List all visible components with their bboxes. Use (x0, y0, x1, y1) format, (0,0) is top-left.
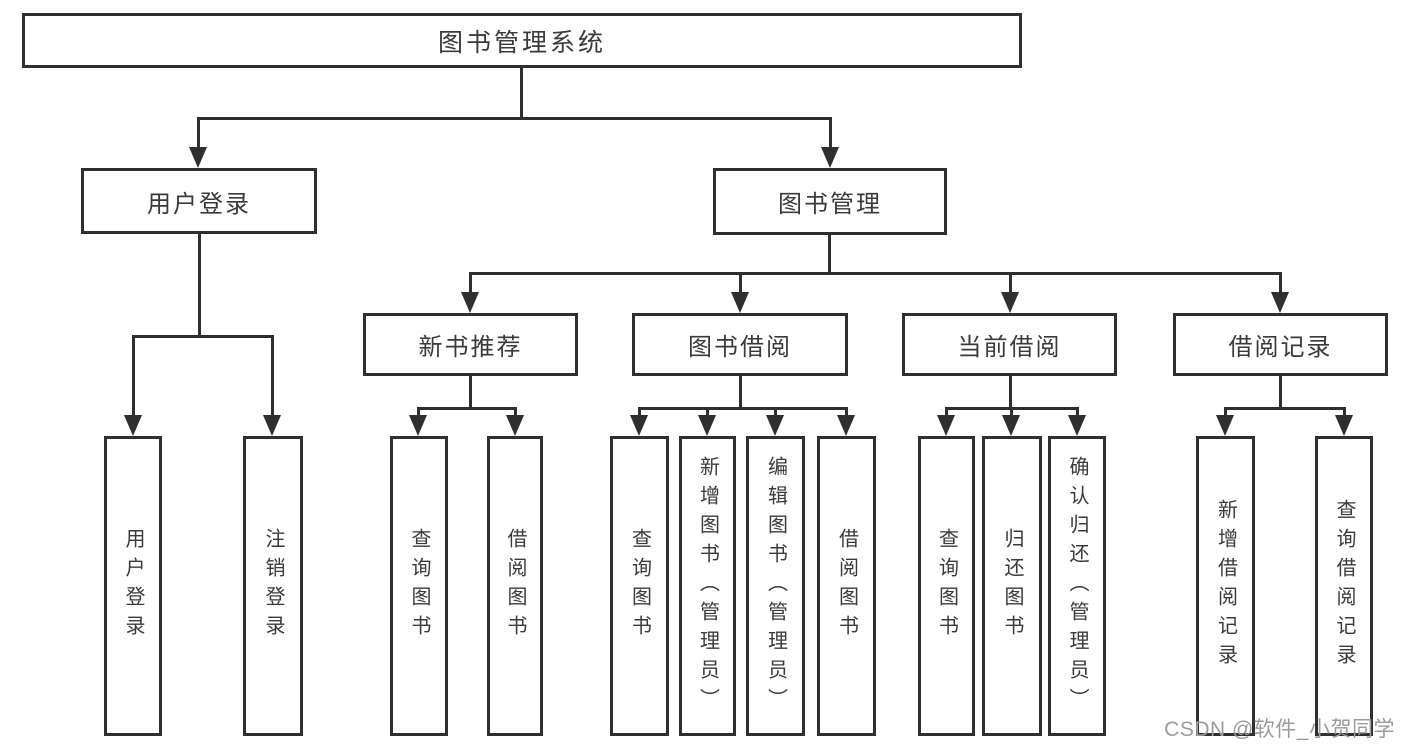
connector-line (197, 117, 832, 120)
watermark: CSDN @软件_小贺同学 (1164, 718, 1395, 741)
connector-line (417, 407, 420, 419)
leaf-borrow-books-borrowing: 借阅图书 (817, 436, 876, 736)
node-label: 用户登录 (122, 528, 144, 644)
connector-line (1009, 272, 1012, 296)
leaf-query-books-current: 查询图书 (918, 436, 975, 736)
node-label: 注销登录 (262, 528, 284, 644)
arrowhead-down-icon (821, 147, 839, 168)
leaf-edit-books-admin: 编辑图书（管理员） (746, 436, 805, 736)
arrowhead-down-icon (937, 415, 955, 436)
connector-line (1343, 407, 1346, 419)
node-label: 查询图书 (628, 528, 651, 644)
arrowhead-down-icon (506, 415, 524, 436)
leaf-add-borrow-record: 新增借阅记录 (1196, 436, 1255, 736)
node-book-borrowing: 图书借阅 (632, 313, 848, 376)
connector-line (520, 66, 523, 119)
leaf-borrow-books-recommend: 借阅图书 (487, 436, 543, 736)
node-label: 用户登录 (147, 190, 251, 218)
arrowhead-down-icon (1068, 415, 1086, 436)
node-book-management-system: 图书管理系统 (22, 13, 1022, 68)
connector-line (1279, 272, 1282, 296)
leaf-query-borrow-record: 查询借阅记录 (1315, 436, 1373, 736)
connector-line (197, 117, 200, 151)
node-current-borrowing: 当前借阅 (902, 313, 1117, 376)
connector-line (828, 235, 831, 275)
node-label: 借阅图书 (835, 528, 858, 644)
connector-line (514, 407, 517, 419)
node-label: 图书管理系统 (437, 28, 606, 57)
node-label: 当前借阅 (957, 334, 1062, 361)
connector-line (706, 407, 709, 419)
arrowhead-down-icon (124, 415, 142, 436)
arrowhead-down-icon (189, 147, 207, 168)
node-borrowing-records: 借阅记录 (1173, 313, 1388, 376)
arrowhead-down-icon (461, 292, 479, 313)
arrowhead-down-icon (1002, 415, 1020, 436)
leaf-logout: 注销登录 (243, 436, 303, 736)
arrowhead-down-icon (837, 415, 855, 436)
node-label: 图书借阅 (688, 334, 792, 361)
node-new-book-recommend: 新书推荐 (363, 313, 578, 376)
leaf-user-login: 用户登录 (104, 436, 162, 736)
connector-line (774, 407, 777, 419)
arrowhead-down-icon (630, 415, 648, 436)
arrowhead-down-icon (1216, 415, 1234, 436)
connector-line (739, 376, 742, 410)
connector-line (1076, 407, 1079, 419)
arrowhead-down-icon (766, 415, 784, 436)
connector-line (198, 234, 201, 338)
leaf-query-books-recommend: 查询图书 (390, 436, 448, 736)
connector-line (1224, 407, 1227, 419)
arrowhead-down-icon (698, 415, 716, 436)
leaf-return-books: 归还图书 (982, 436, 1042, 736)
arrowhead-down-icon (409, 415, 427, 436)
node-label: 编辑图书（管理员） (764, 455, 787, 717)
connector-line (1009, 376, 1012, 410)
connector-line (132, 335, 273, 338)
arrowhead-down-icon (1001, 292, 1019, 313)
connector-line (845, 407, 848, 419)
node-label: 新书推荐 (418, 334, 523, 361)
node-label: 查询图书 (935, 528, 958, 644)
arrowhead-down-icon (1335, 415, 1353, 436)
node-label: 新增借阅记录 (1214, 499, 1237, 673)
connector-line (638, 407, 848, 410)
node-label: 借阅图书 (504, 528, 526, 644)
arrowhead-down-icon (263, 415, 281, 436)
node-book-management: 图书管理 (713, 168, 947, 235)
connector-line (271, 335, 274, 418)
node-label: 归还图书 (1001, 528, 1023, 644)
node-label: 新增图书（管理员） (696, 455, 719, 717)
node-label: 确认归还（管理员） (1066, 455, 1088, 717)
connector-line (417, 407, 517, 410)
connector-line (469, 272, 1282, 275)
connector-line (1279, 376, 1282, 410)
connector-line (469, 272, 472, 296)
leaf-confirm-return-admin: 确认归还（管理员） (1048, 436, 1106, 736)
node-label: 查询图书 (408, 528, 430, 644)
connector-line (1224, 407, 1345, 410)
connector-line (638, 407, 641, 419)
connector-line (945, 407, 948, 419)
connector-line (829, 117, 832, 151)
node-label: 借阅记录 (1228, 334, 1333, 361)
connector-line (739, 272, 742, 296)
node-user-login: 用户登录 (81, 168, 317, 234)
node-label: 图书管理 (778, 191, 882, 218)
arrowhead-down-icon (1271, 292, 1289, 313)
leaf-query-books-borrowing: 查询图书 (610, 436, 669, 736)
connector-line (1010, 407, 1013, 419)
connector-line (469, 376, 472, 410)
connector-line (132, 335, 135, 418)
leaf-add-books-admin: 新增图书（管理员） (679, 436, 736, 736)
node-label: 查询借阅记录 (1333, 499, 1355, 673)
arrowhead-down-icon (731, 292, 749, 313)
